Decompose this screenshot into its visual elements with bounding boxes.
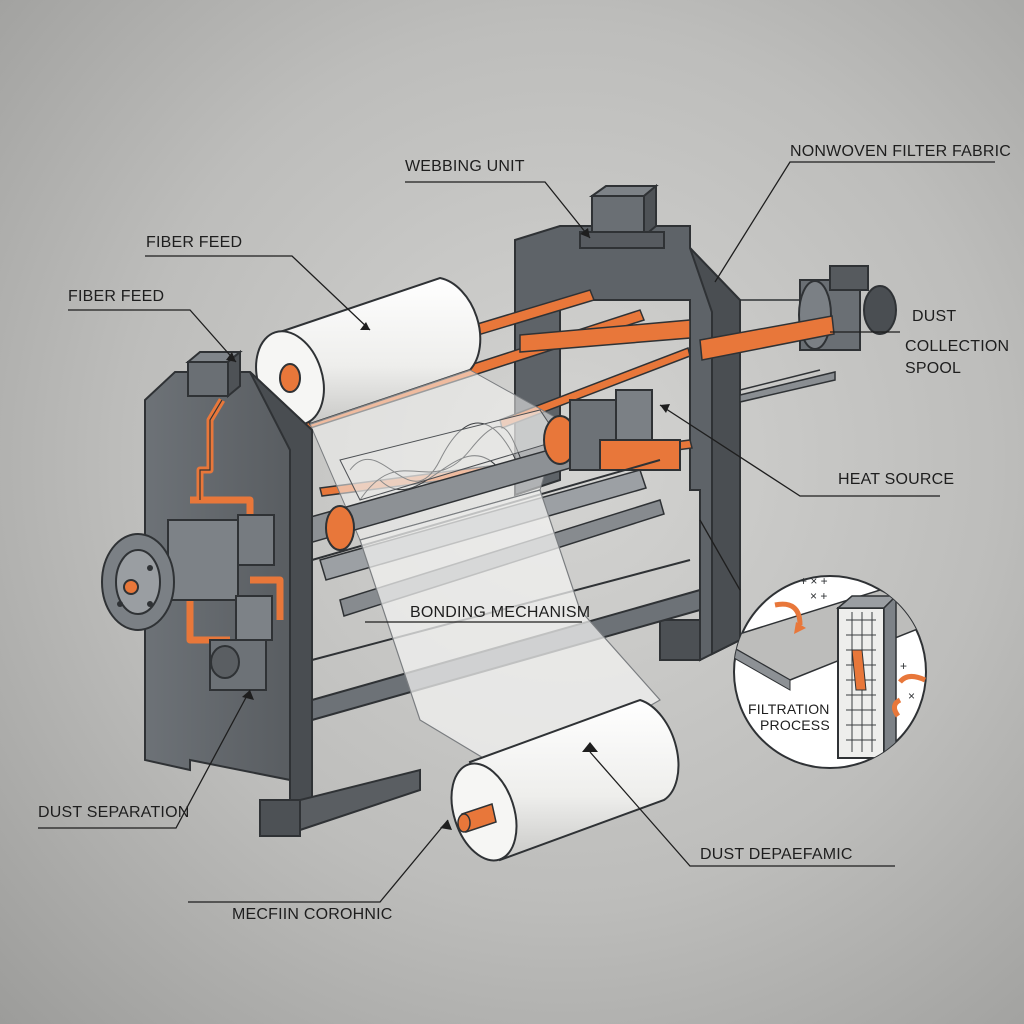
label-dust-depaefamic: DUST DEPAEFAMIC <box>700 846 853 863</box>
label-spool: SPOOL <box>905 360 962 377</box>
label-webbing-unit: WEBBING UNIT <box>405 158 525 175</box>
label-heat-source: HEAT SOURCE <box>838 471 955 488</box>
svg-text:+: + <box>900 659 907 673</box>
drive-wheel <box>101 514 275 691</box>
filtration-inset: + × + × + + × <box>733 574 927 769</box>
leader-lines <box>38 161 995 903</box>
arrowheads <box>226 228 670 830</box>
fiber-web <box>309 369 561 541</box>
webbing-unit-block <box>579 183 665 249</box>
label-dust: DUST <box>912 308 957 325</box>
label-fiber-feed-lower: FIBER FEED <box>68 288 165 305</box>
label-fiber-feed-upper: FIBER FEED <box>146 234 243 251</box>
label-bonding-mechanism: BONDING MECHANISM <box>410 604 591 621</box>
fiber-feed-motor <box>185 349 243 399</box>
output-fabric <box>359 489 680 862</box>
svg-text:+ × +: + × + <box>800 574 828 588</box>
label-filtration-line1: FILTRATION <box>748 701 830 717</box>
label-dust-separation: DUST SEPARATION <box>38 804 190 821</box>
label-nonwoven-filter-fabric: NONWOVEN FILTER FABRIC <box>790 143 1012 160</box>
label-mechin-corohnic: MECFIIN COROHNIC <box>232 906 393 923</box>
svg-text:×: × <box>908 689 915 703</box>
svg-text:× +: × + <box>810 589 827 603</box>
label-filtration-line2: PROCESS <box>760 717 830 733</box>
dust-collection-spool <box>739 265 897 403</box>
label-collection: COLLECTION <box>905 338 1010 355</box>
upper-fiber-roll <box>255 276 482 426</box>
